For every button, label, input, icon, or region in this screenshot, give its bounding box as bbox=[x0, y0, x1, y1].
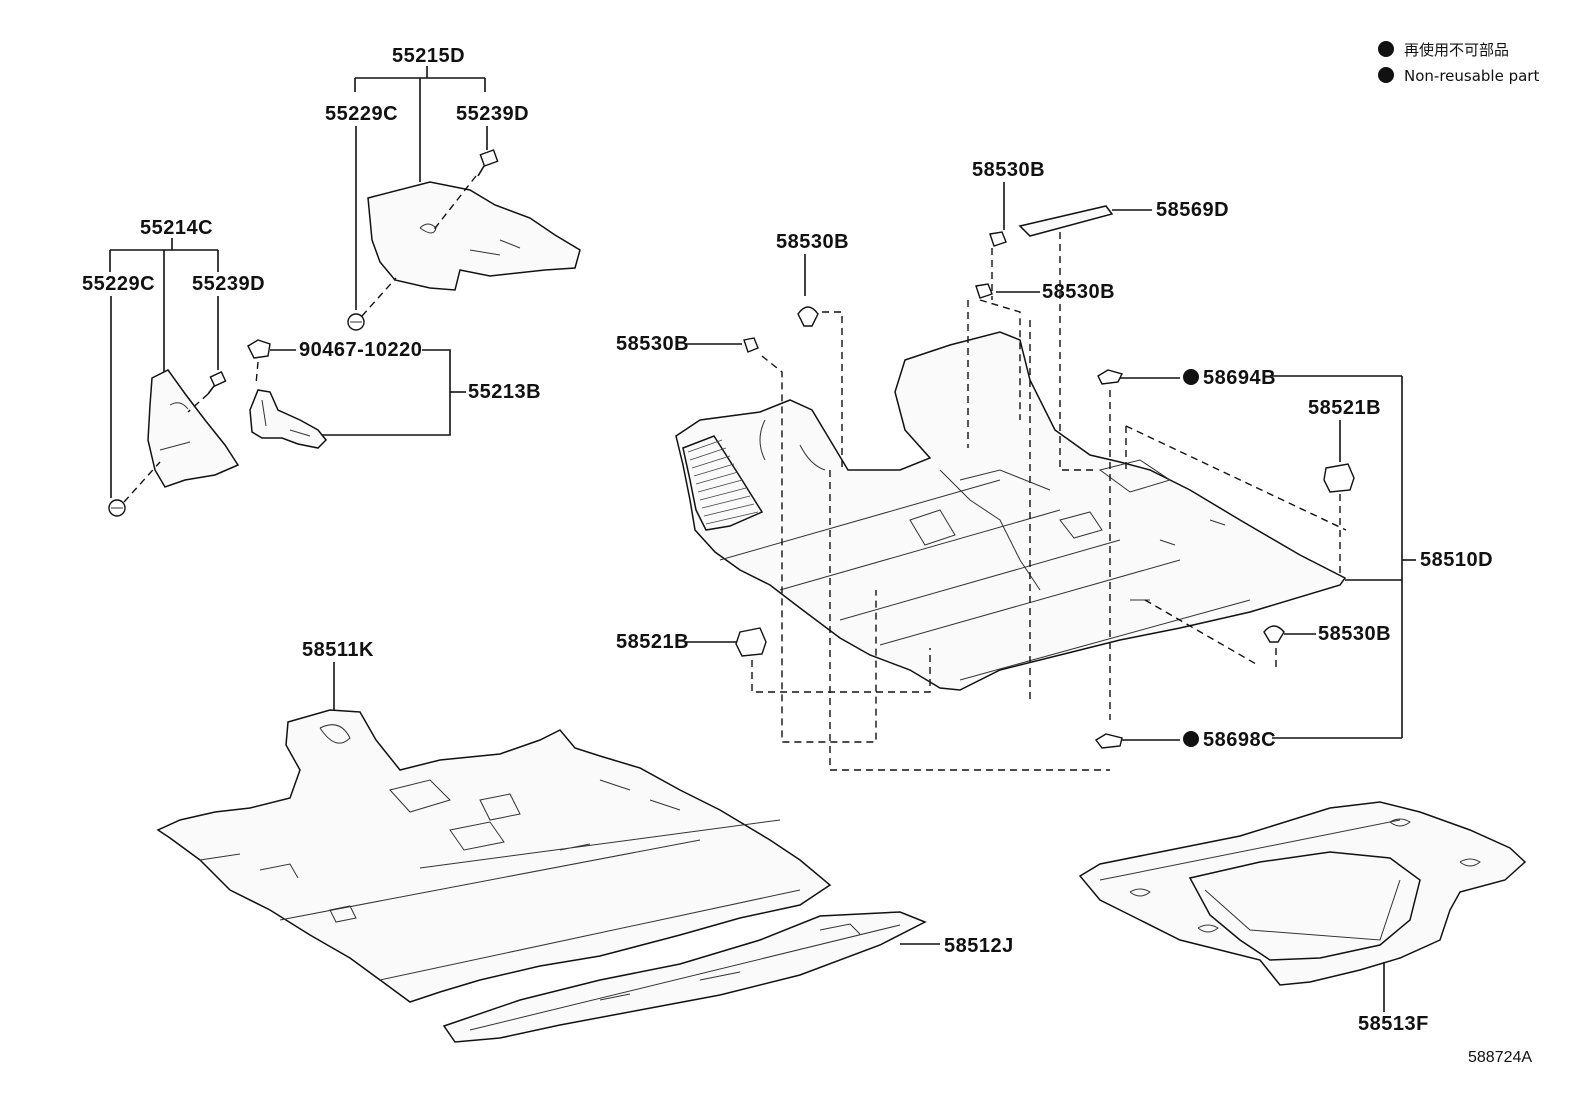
part-label-55229C[interactable]: 55229C bbox=[325, 103, 398, 125]
part-label-58698C[interactable]: 58698C bbox=[1203, 729, 1276, 751]
carpet-58510D[interactable] bbox=[675, 331, 1347, 691]
trim-58569D[interactable] bbox=[1018, 205, 1114, 237]
part-label-55215D[interactable]: 55215D bbox=[392, 45, 465, 67]
legend-en: Non-reusable part bbox=[1404, 67, 1539, 85]
screw-icon bbox=[207, 371, 227, 395]
part-label-58510D[interactable]: 58510D bbox=[1420, 549, 1493, 571]
part-label-58569D[interactable]: 58569D bbox=[1156, 199, 1229, 221]
part-label-55239D[interactable]: 55239D bbox=[192, 273, 265, 295]
part-label-58530B[interactable]: 58530B bbox=[1042, 281, 1115, 303]
part-label-58530B[interactable]: 58530B bbox=[972, 159, 1045, 181]
clip-icon bbox=[1094, 733, 1123, 749]
part-label-55214C[interactable]: 55214C bbox=[140, 217, 213, 239]
part-label-58511K[interactable]: 58511K bbox=[302, 639, 374, 661]
part-label-55239D[interactable]: 55239D bbox=[456, 103, 529, 125]
non-reusable-bullet-icon bbox=[1183, 731, 1199, 747]
group-58511K: 58511K bbox=[156, 639, 832, 1003]
group-55213B: 90467-10220 55213B bbox=[247, 339, 541, 449]
clip-icon bbox=[735, 627, 767, 657]
silencer-58512J[interactable] bbox=[442, 911, 927, 1043]
clip-icon bbox=[108, 499, 126, 517]
group-55215D: 55215D 55229C 55239D bbox=[325, 45, 581, 331]
part-label-90467-10220[interactable]: 90467-10220 bbox=[299, 339, 422, 361]
legend: 再使用不可部品 Non-reusable part bbox=[1378, 41, 1539, 85]
part-label-58521B[interactable]: 58521B bbox=[1308, 397, 1381, 419]
bracket-55213B[interactable] bbox=[249, 389, 328, 449]
screw-icon bbox=[477, 149, 499, 177]
part-label-55229C[interactable]: 55229C bbox=[82, 273, 155, 295]
part-label-58694B[interactable]: 58694B bbox=[1203, 367, 1276, 389]
part-label-58530B[interactable]: 58530B bbox=[1318, 623, 1391, 645]
part-label-58521B[interactable]: 58521B bbox=[616, 631, 689, 653]
group-58512J: 58512J bbox=[442, 911, 1014, 1043]
clip-icon bbox=[1263, 625, 1285, 643]
part-label-58513F[interactable]: 58513F bbox=[1358, 1013, 1429, 1035]
screw-icon bbox=[989, 231, 1007, 247]
panel-55214C[interactable] bbox=[147, 369, 240, 488]
clip-icon bbox=[797, 306, 819, 327]
group-58513F: 58513F bbox=[1078, 801, 1527, 1035]
part-label-58530B[interactable]: 58530B bbox=[776, 231, 849, 253]
clip-icon bbox=[247, 339, 271, 359]
non-reusable-bullet-icon bbox=[1183, 369, 1199, 385]
diagram-code: 588724A bbox=[1468, 1049, 1532, 1066]
screw-icon bbox=[975, 283, 993, 299]
screw-icon bbox=[743, 337, 759, 353]
non-reusable-bullet-icon bbox=[1378, 67, 1394, 83]
clip-icon bbox=[1323, 463, 1355, 493]
group-58510D: 58510D 58694B 58698C 58521B 58530B 58521… bbox=[616, 159, 1493, 771]
group-55214C: 55214C 55229C 55239D bbox=[82, 217, 265, 517]
part-label-58512J[interactable]: 58512J bbox=[944, 935, 1014, 957]
non-reusable-bullet-icon bbox=[1378, 41, 1394, 57]
part-label-58530B[interactable]: 58530B bbox=[616, 333, 689, 355]
legend-jp: 再使用不可部品 bbox=[1404, 41, 1509, 59]
clip-icon bbox=[1097, 369, 1124, 385]
silencer-58511K[interactable] bbox=[156, 709, 832, 1003]
panel-55215D[interactable] bbox=[367, 181, 581, 291]
part-label-55213B[interactable]: 55213B bbox=[468, 381, 541, 403]
clip-icon bbox=[347, 313, 365, 331]
